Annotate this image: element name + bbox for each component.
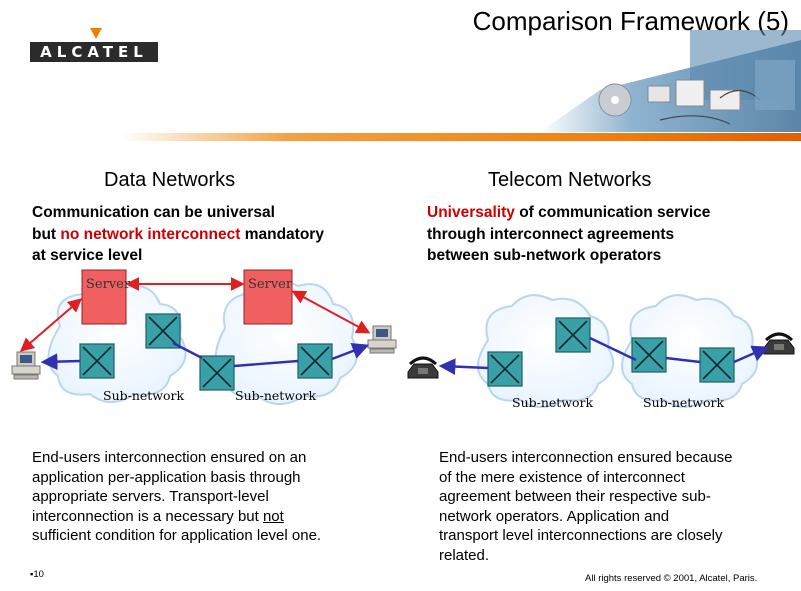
- left-subnet-label-1: Sub-network: [103, 388, 185, 403]
- right-subnet-label-1: Sub-network: [512, 395, 594, 410]
- link-pc-to-switch: [40, 353, 81, 371]
- switch-left-d: [297, 343, 333, 379]
- logo-mark-icon: [90, 28, 102, 39]
- right-subnet-label-2: Sub-network: [643, 395, 725, 410]
- switch-left-c: [199, 355, 235, 391]
- link-switch-b-d: [589, 336, 637, 362]
- link-phone-to-switch: [438, 358, 489, 375]
- arrow-pc-to-server-1: [19, 298, 83, 352]
- logo-text: ALCATEL: [40, 43, 148, 61]
- link-switch-c-d: [233, 359, 299, 368]
- left-body-text: End-users interconnection ensured on an …: [32, 449, 322, 544]
- network-diagram: [11, 269, 796, 408]
- right-subnetwork-cloud-1: [477, 294, 615, 408]
- switch-right-c: [699, 347, 735, 383]
- phone-icon: [762, 332, 796, 356]
- left-statement: Communication can be universal but no ne…: [32, 204, 324, 264]
- underlined-not: not: [262, 507, 284, 525]
- switch-left-a: [79, 343, 115, 379]
- right-statement: Universality of communication service th…: [427, 204, 711, 264]
- arrow-server-2-to-pc: [291, 290, 371, 334]
- highlight-universality: Universality: [427, 204, 515, 221]
- phone-icon: [406, 356, 440, 380]
- server-label-1: Server: [86, 277, 131, 292]
- header-collage-image: [540, 30, 801, 132]
- server-label-2: Server: [248, 277, 293, 292]
- pc-icon: [11, 351, 41, 380]
- highlight-no-interconnect: no network interconnect: [60, 225, 241, 243]
- left-heading: Data Networks: [104, 169, 236, 191]
- left-subnet-label-2: Sub-network: [235, 388, 317, 403]
- switch-right-b: [555, 317, 591, 353]
- header-divider: [122, 133, 801, 141]
- alcatel-logo: ALCATEL: [30, 28, 158, 64]
- pc-icon: [367, 325, 397, 354]
- right-body-text: End-users interconnection ensured becaus…: [439, 449, 733, 564]
- link-switch-to-pc: [331, 342, 370, 361]
- right-heading: Telecom Networks: [488, 169, 652, 191]
- copyright: All rights reserved © 2001, Alcatel, Par…: [585, 573, 758, 584]
- link-switch-b-c: [172, 341, 203, 360]
- link-switch-d-c: [665, 356, 701, 364]
- page-number: ▪10: [30, 569, 44, 580]
- switch-right-a: [487, 351, 523, 387]
- link-switch-to-phone: [733, 345, 770, 364]
- server-1: [81, 269, 127, 325]
- switch-right-d: [631, 337, 667, 373]
